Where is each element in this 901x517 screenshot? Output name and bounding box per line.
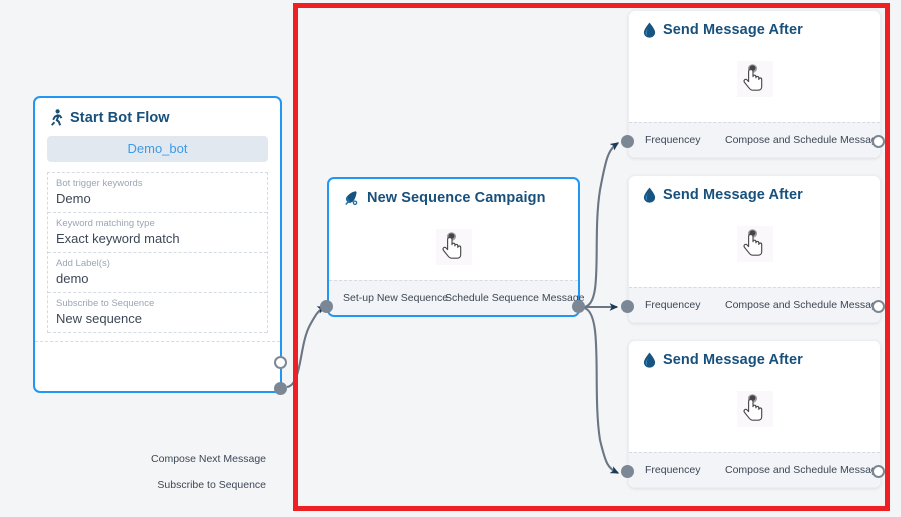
water-drop-icon — [643, 22, 656, 38]
bot-settings-list: Bot trigger keywords Demo Keyword matchi… — [47, 172, 268, 333]
field-label: Bot trigger keywords — [56, 178, 143, 189]
port-schedule-sequence-message[interactable] — [572, 300, 585, 313]
pointing-hand-cursor — [733, 389, 777, 433]
pointing-hand-cursor — [733, 224, 777, 268]
node-new-sequence-campaign-title: New Sequence Campaign — [367, 190, 546, 206]
water-drop-icon — [643, 187, 656, 203]
port-subscribe-to-sequence[interactable] — [274, 382, 287, 395]
port-row-compose-next-message[interactable]: Compose Next Message — [151, 453, 266, 465]
node-send-message-after-2-title: Send Message After — [663, 187, 803, 203]
port-frequencey-1[interactable] — [621, 135, 634, 148]
node-send-message-after-2[interactable]: Send Message After Frequencey Compose an… — [628, 175, 883, 323]
port-label-compose-and-schedule-message: Compose and Schedule Message — [725, 134, 883, 146]
node-send-message-after-3[interactable]: Send Message After Frequencey Compose an… — [628, 340, 883, 488]
field-value: Demo — [56, 191, 91, 206]
bot-name-pill[interactable]: Demo_bot — [47, 136, 268, 162]
node-send-message-after-3-title: Send Message After — [663, 352, 803, 368]
port-label: Subscribe to Sequence — [157, 479, 266, 491]
node-send-message-after-3-footer: Frequencey Compose and Schedule Message — [629, 452, 883, 487]
node-send-message-after-1-title: Send Message After — [663, 22, 803, 38]
port-label-frequencey: Frequencey — [645, 299, 701, 311]
node-start-bot-flow-header: Start Bot Flow — [35, 98, 280, 126]
port-frequencey-2[interactable] — [621, 300, 634, 313]
field-value: Exact keyword match — [56, 231, 180, 246]
node-new-sequence-campaign[interactable]: New Sequence Campaign Set-up New Sequenc… — [327, 177, 585, 317]
field-label: Keyword matching type — [56, 218, 155, 229]
port-label-setup-new-sequence: Set-up New Sequence — [343, 292, 449, 304]
node-new-sequence-campaign-header: New Sequence Campaign — [329, 179, 578, 206]
field-keyword-matching-type[interactable]: Keyword matching type Exact keyword matc… — [48, 213, 267, 253]
port-setup-new-sequence[interactable] — [320, 300, 333, 313]
field-add-labels[interactable]: Add Label(s) demo — [48, 253, 267, 293]
node-send-message-after-2-header: Send Message After — [629, 176, 880, 203]
pointing-hand-cursor — [432, 227, 476, 271]
port-compose-next-message[interactable] — [274, 356, 287, 369]
edge-subscribe-to-setup — [286, 306, 327, 389]
megaphone-icon — [343, 190, 360, 206]
port-compose-and-schedule-message-1[interactable] — [872, 135, 885, 148]
edge-schedule-to-card3 — [583, 306, 620, 474]
port-label-compose-and-schedule-message: Compose and Schedule Message — [725, 299, 883, 311]
port-label-compose-and-schedule-message: Compose and Schedule Message — [725, 464, 883, 476]
port-label-frequencey: Frequencey — [645, 464, 701, 476]
field-label: Add Label(s) — [56, 258, 110, 269]
node-new-sequence-campaign-footer: Set-up New Sequence Schedule Sequence Me… — [329, 280, 585, 315]
port-row-subscribe-to-sequence[interactable]: Subscribe to Sequence — [157, 479, 266, 491]
water-drop-icon — [643, 352, 656, 368]
port-compose-and-schedule-message-2[interactable] — [872, 300, 885, 313]
node-send-message-after-1-footer: Frequencey Compose and Schedule Message — [629, 122, 883, 157]
node-start-bot-flow-title: Start Bot Flow — [70, 109, 170, 126]
pointing-hand-cursor — [733, 59, 777, 103]
edge-schedule-to-card1 — [583, 142, 619, 309]
field-bot-trigger-keywords[interactable]: Bot trigger keywords Demo — [48, 173, 267, 213]
field-label: Subscribe to Sequence — [56, 298, 155, 309]
port-label-schedule-sequence-message: Schedule Sequence Message — [445, 292, 585, 304]
port-label-frequencey: Frequencey — [645, 134, 701, 146]
running-person-icon — [49, 109, 63, 126]
node-footer-divider — [35, 341, 280, 342]
node-send-message-after-2-footer: Frequencey Compose and Schedule Message — [629, 287, 883, 322]
node-send-message-after-1[interactable]: Send Message After Frequencey Compose an… — [628, 10, 883, 158]
node-start-bot-flow[interactable]: Start Bot Flow Demo_bot Bot trigger keyw… — [33, 96, 282, 491]
node-send-message-after-3-header: Send Message After — [629, 341, 880, 368]
field-value: demo — [56, 271, 89, 286]
field-value: New sequence — [56, 311, 142, 326]
node-send-message-after-1-header: Send Message After — [629, 11, 880, 38]
port-label: Compose Next Message — [151, 453, 266, 465]
port-frequencey-3[interactable] — [621, 465, 634, 478]
port-compose-and-schedule-message-3[interactable] — [872, 465, 885, 478]
field-subscribe-to-sequence[interactable]: Subscribe to Sequence New sequence — [48, 293, 267, 333]
